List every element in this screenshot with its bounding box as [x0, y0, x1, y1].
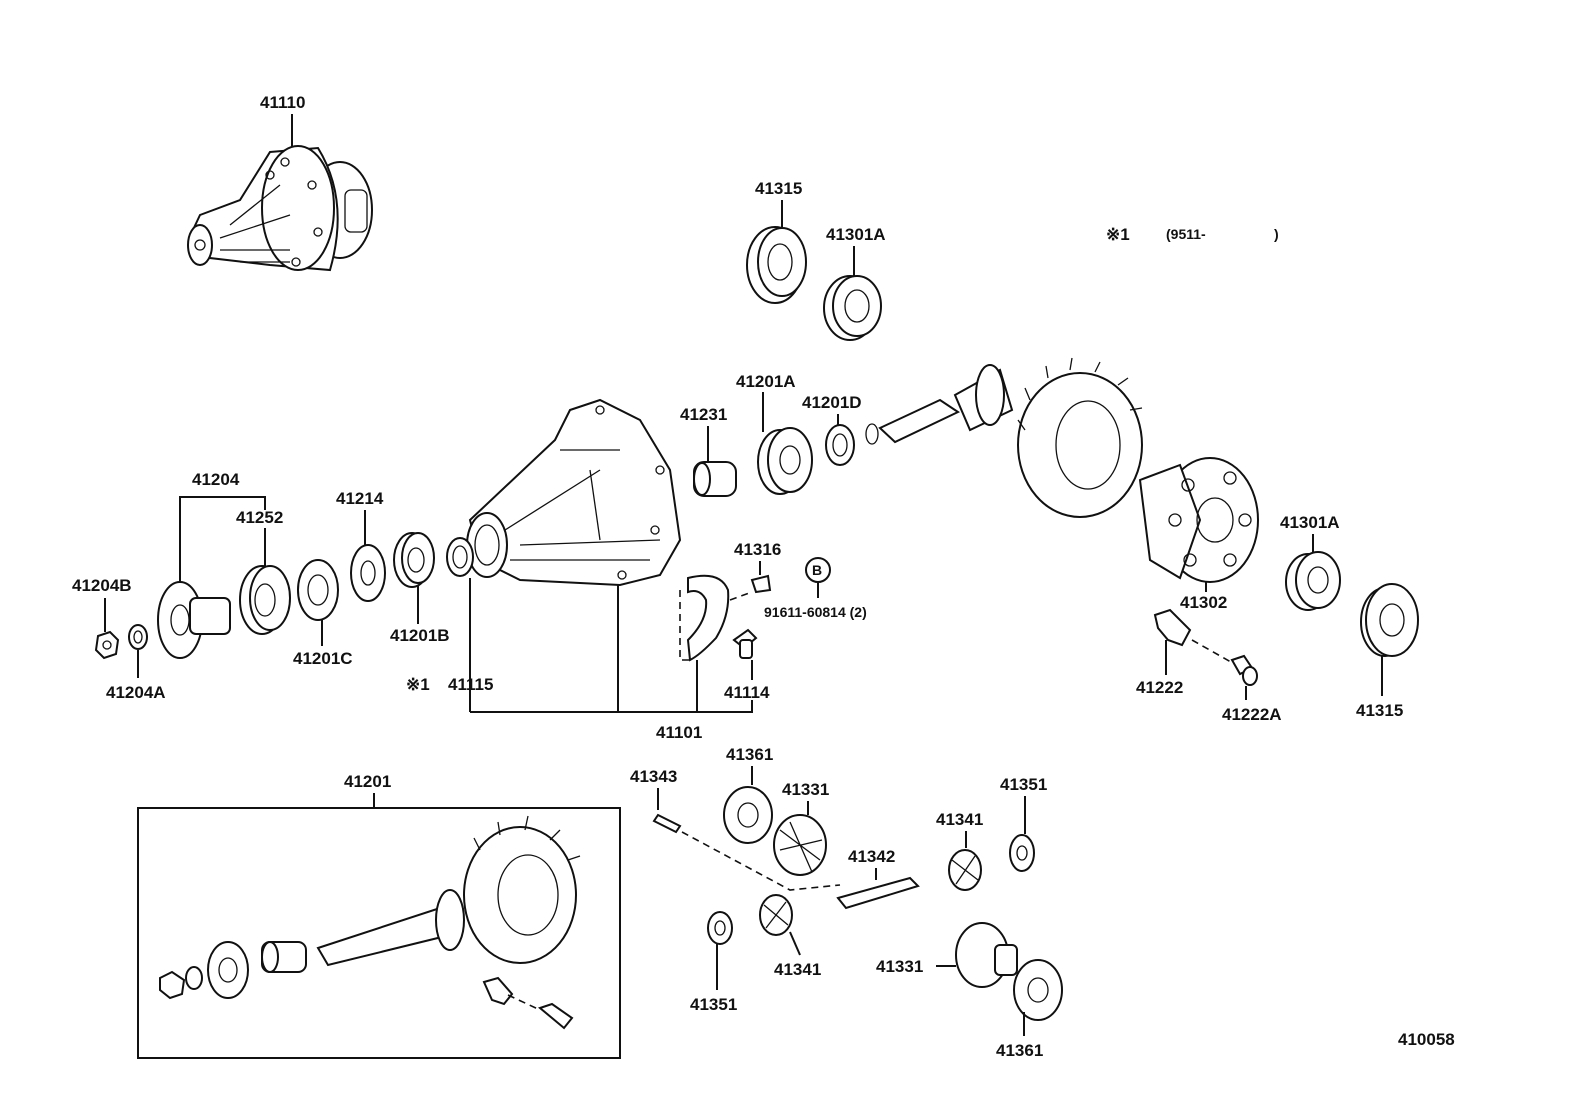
label-41115-mark: ※1 — [406, 675, 430, 694]
note-group: ※1 (9511- ) — [1106, 225, 1279, 244]
part-41351-bottom-drawing[interactable]: 41351 — [690, 911, 737, 1014]
label-41361-top: 41361 — [726, 745, 773, 764]
label-41204: 41204 — [192, 470, 240, 489]
part-41201-assembly-box[interactable]: 41201 — [137, 772, 621, 1059]
part-41342-drawing[interactable]: 41342 — [836, 847, 920, 910]
label-41331-bottom: 41331 — [876, 957, 923, 976]
part-41115-drawing[interactable]: ※1 41115 — [406, 537, 493, 712]
part-41316-drawing[interactable]: 41316 — [679, 540, 781, 662]
label-41214: 41214 — [336, 489, 384, 508]
part-41101-housing-drawing[interactable] — [466, 398, 682, 587]
label-41110: 41110 — [260, 93, 305, 112]
part-41341-bottom-drawing[interactable]: 41341 — [759, 894, 821, 979]
label-41222: 41222 — [1136, 678, 1183, 697]
part-41110-drawing[interactable]: 41110 — [187, 93, 373, 272]
part-41351-top-drawing[interactable]: 41351 — [1000, 775, 1047, 872]
pinion-shaft-drawing — [865, 364, 1014, 445]
part-41331-bottom-drawing[interactable]: 41331 — [876, 922, 1018, 988]
circle-b-marker: B 91611-60814 (2) — [764, 557, 867, 620]
part-41301A-right-drawing[interactable]: 41301A — [1280, 513, 1341, 611]
part-41101-bracket[interactable]: 41101 — [470, 585, 753, 742]
label-41316: 41316 — [734, 540, 781, 559]
label-41351-bottom: 41351 — [690, 995, 737, 1014]
part-41341-top-drawing[interactable]: 41341 — [936, 810, 983, 891]
label-41315-right: 41315 — [1356, 701, 1403, 720]
label-41222A: 41222A — [1222, 705, 1282, 724]
label-41343: 41343 — [630, 767, 677, 786]
label-41101: 41101 — [656, 723, 702, 742]
label-41342: 41342 — [848, 847, 895, 866]
part-41204-group[interactable]: 41204 — [179, 470, 266, 590]
part-41343-drawing[interactable]: 41343 — [630, 767, 841, 891]
part-41315-right-drawing[interactable]: 41315 — [1356, 583, 1419, 720]
part-41361-top-drawing[interactable]: 41361 — [723, 745, 773, 844]
part-41231-drawing[interactable]: 41231 — [680, 405, 737, 497]
label-41302: 41302 — [1180, 593, 1227, 612]
part-41204A-drawing[interactable]: 41204A — [106, 624, 166, 702]
diagram-reference-code: 410058 — [1398, 1030, 1455, 1049]
part-41201C-drawing[interactable]: 41201C — [293, 559, 353, 668]
note-close: ) — [1274, 226, 1279, 242]
label-41201A: 41201A — [736, 372, 796, 391]
label-41201D: 41201D — [802, 393, 862, 412]
label-41201B: 41201B — [390, 626, 450, 645]
label-41252: 41252 — [236, 508, 283, 527]
label-41361-bottom: 41361 — [996, 1041, 1043, 1060]
label-41351-top: 41351 — [1000, 775, 1047, 794]
part-41201A-drawing[interactable]: 41201A — [736, 372, 813, 495]
part-41315-top-drawing[interactable]: 41315 — [746, 179, 807, 304]
circle-b-text: B — [812, 562, 822, 578]
label-41204A: 41204A — [106, 683, 166, 702]
part-41301A-top-drawing[interactable]: 41301A — [823, 225, 886, 341]
label-41301A-top: 41301A — [826, 225, 886, 244]
part-41331-top-drawing[interactable]: 41331 — [773, 780, 829, 876]
part-41222-drawing[interactable]: 41222 — [1136, 608, 1239, 697]
note-text: (9511- — [1166, 226, 1206, 242]
part-41201D-drawing[interactable]: 41201D — [802, 393, 862, 466]
part-41214-drawing[interactable]: 41214 — [336, 489, 386, 602]
label-41231: 41231 — [680, 405, 727, 424]
label-41315-top: 41315 — [755, 179, 802, 198]
label-41331-top: 41331 — [782, 780, 829, 799]
label-41341-bottom: 41341 — [774, 960, 821, 979]
part-41222A-drawing[interactable]: 41222A — [1222, 654, 1282, 724]
label-41114: 41114 — [724, 683, 770, 702]
part-41201B-drawing[interactable]: 41201B — [390, 532, 450, 645]
label-41201: 41201 — [344, 772, 391, 791]
label-bolt-91611: 91611-60814 (2) — [764, 604, 867, 620]
label-41204B: 41204B — [72, 576, 132, 595]
part-41361-bottom-drawing[interactable]: 41361 — [996, 959, 1063, 1060]
part-41114-drawing[interactable]: 41114 — [724, 628, 770, 702]
part-41302-drawing[interactable]: 41302 — [1138, 457, 1259, 612]
part-41204-flange-drawing — [157, 581, 231, 659]
part-41252-drawing[interactable]: 41252 — [236, 508, 291, 635]
label-41341-top: 41341 — [936, 810, 983, 829]
part-41204B-drawing[interactable]: 41204B — [72, 576, 132, 660]
label-41301A-right: 41301A — [1280, 513, 1340, 532]
note-mark: ※1 — [1106, 225, 1130, 244]
label-41201C: 41201C — [293, 649, 353, 668]
ring-gear-drawing — [1017, 357, 1143, 518]
